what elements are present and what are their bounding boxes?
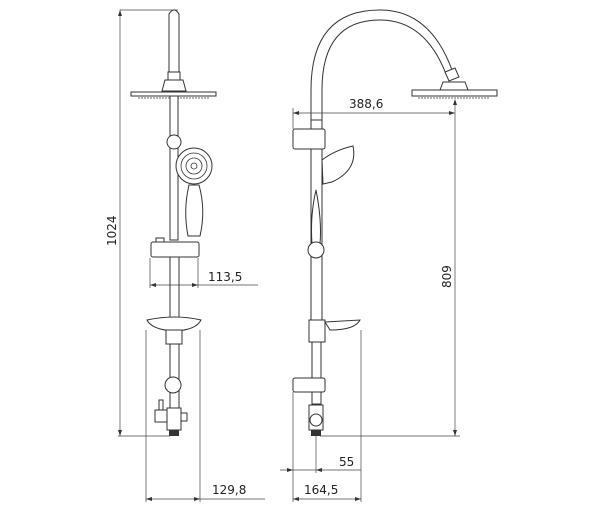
- dim-809: 809: [440, 265, 454, 288]
- side-hand-shower: [321, 145, 355, 185]
- dim-55: 55: [339, 455, 354, 469]
- lower-rail: [169, 256, 180, 320]
- upper-pipe: [168, 9, 180, 73]
- valve-lever: [154, 409, 168, 423]
- dimension-lines: [118, 9, 460, 502]
- hand-shower-handle: [185, 184, 204, 237]
- side-soap-dish: [324, 319, 361, 331]
- dim-129-8: 129,8: [212, 483, 246, 497]
- slider-knob: [166, 134, 182, 150]
- head-connector: [167, 71, 181, 81]
- side-head-neck: [439, 81, 469, 91]
- side-overhead-head: [411, 89, 498, 97]
- dim-113-5: 113,5: [208, 270, 242, 284]
- side-collar: [308, 319, 326, 343]
- diverter-valve: [166, 407, 182, 431]
- hand-shower-holder: [150, 241, 200, 258]
- side-lower-holder: [292, 377, 326, 393]
- diverter-knob: [164, 376, 182, 394]
- front-view: [130, 9, 217, 436]
- overhead-shower-head: [130, 91, 217, 97]
- dim-388-6: 388,6: [349, 97, 383, 111]
- soap-dish: [146, 316, 202, 332]
- side-view: [292, 9, 498, 436]
- side-slider-knob: [307, 241, 325, 259]
- collar: [165, 329, 183, 345]
- dimension-labels: 1024 113,5 129,8 388,6 809 55 164,5: [105, 97, 454, 497]
- dim-164-5: 164,5: [304, 483, 338, 497]
- head-neck: [161, 79, 187, 92]
- side-holder: [292, 128, 326, 150]
- dim-1024: 1024: [105, 215, 119, 246]
